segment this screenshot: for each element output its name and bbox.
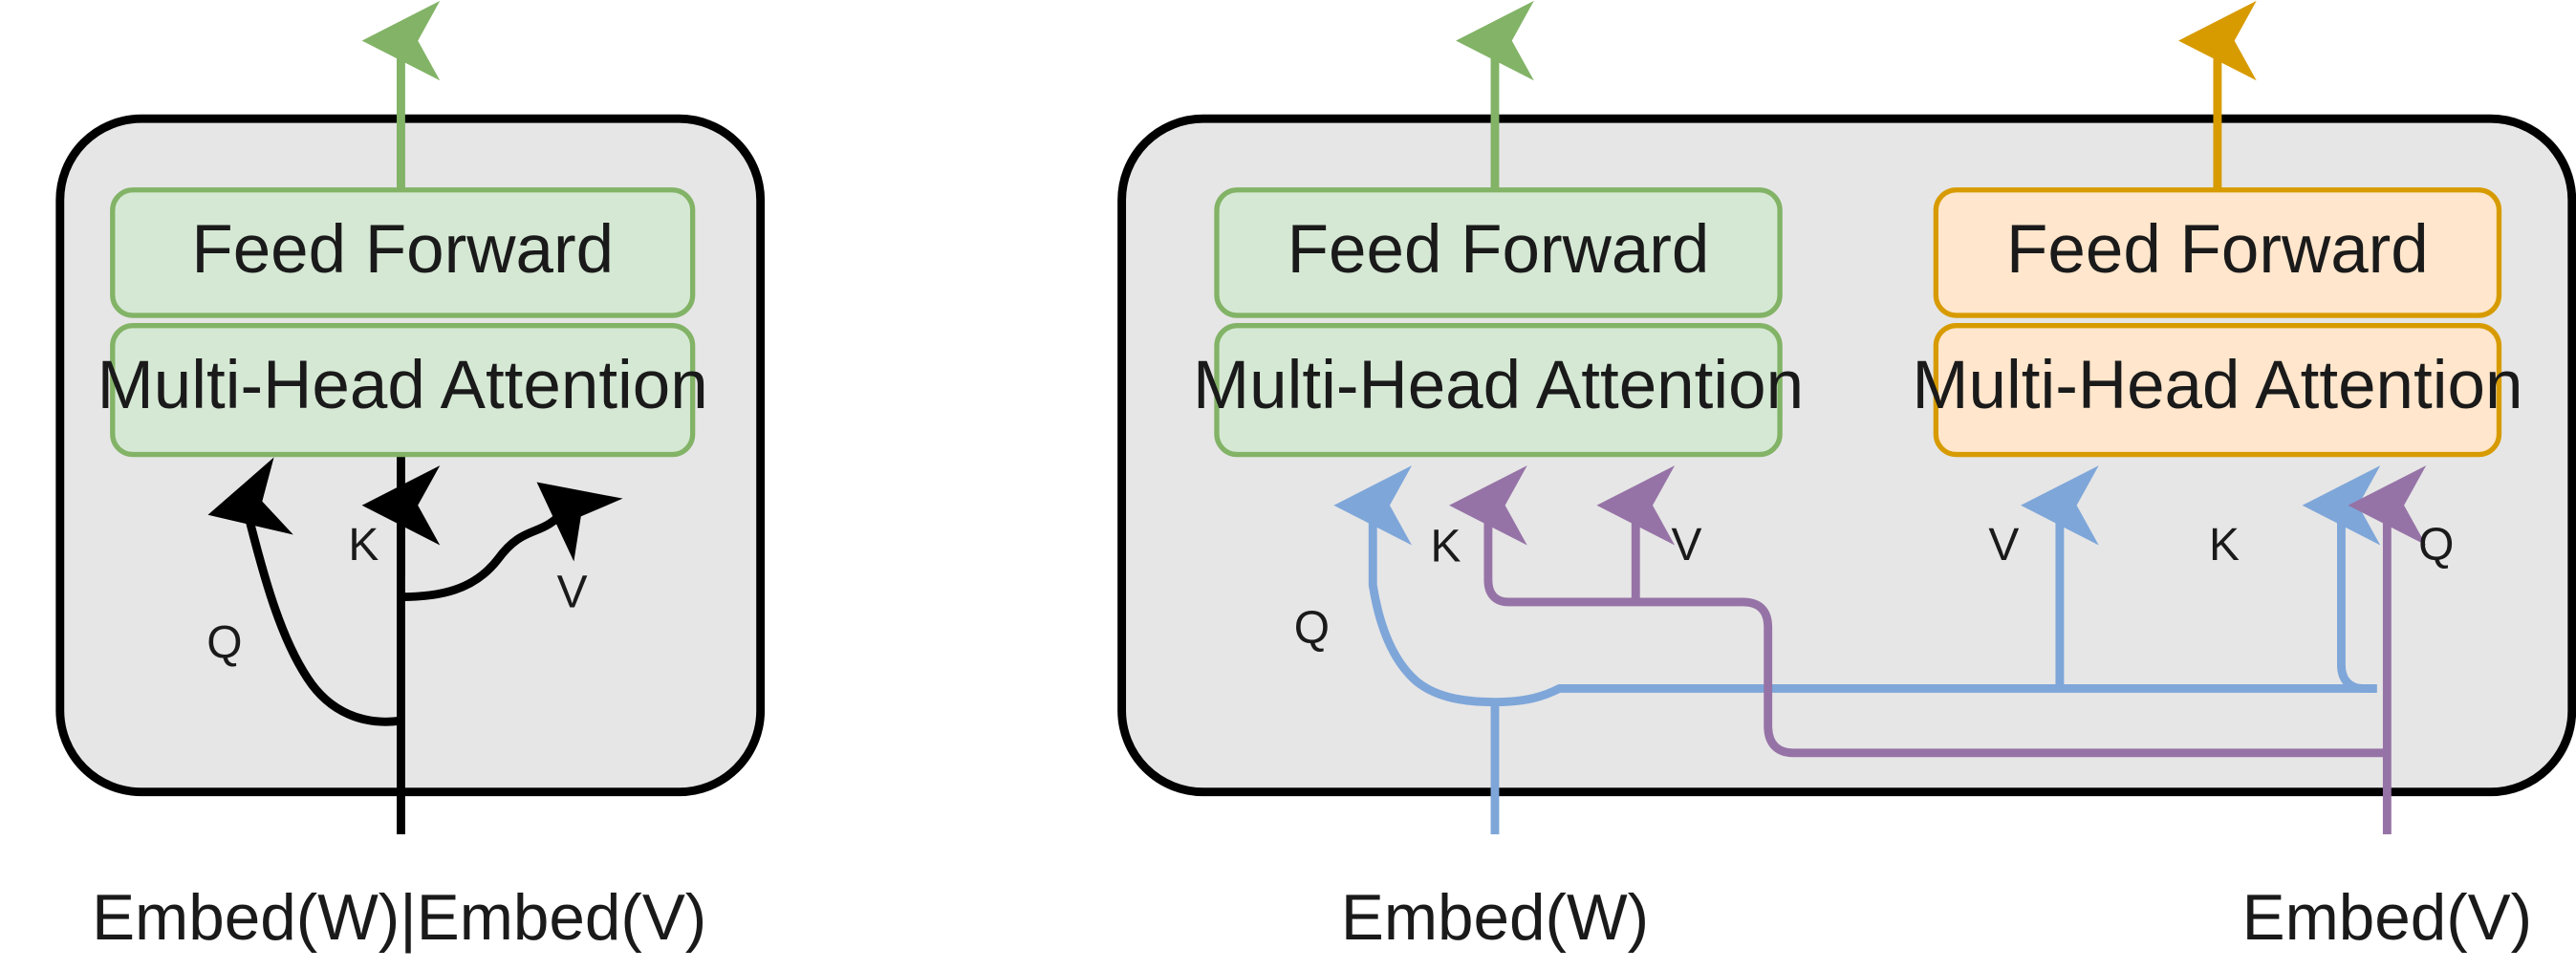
right-orange-label-q: Q	[2418, 520, 2454, 571]
left-ff-text: Feed Forward	[191, 212, 614, 288]
right-orange-mha-text: Multi-Head Attention	[1912, 348, 2522, 423]
left-label-q: Q	[206, 618, 242, 669]
right-green-label-k: K	[1431, 522, 1461, 572]
right-orange-mha-block[interactable]	[1933, 323, 2502, 458]
left-label-v: V	[557, 567, 588, 617]
left-embed-caption: Embed(W)|Embed(V)	[92, 882, 706, 954]
left-mha-text: Multi-Head Attention	[97, 348, 708, 423]
left-q-connector	[207, 457, 402, 726]
right-green-ff-text: Feed Forward	[1288, 212, 1710, 288]
blue-bus-wire	[1494, 684, 2377, 707]
right-green-label-q: Q	[1294, 603, 1330, 654]
right-orange-label-k: K	[2209, 520, 2240, 571]
blue-k-connector	[2302, 465, 2381, 693]
blue-q-connector	[1333, 465, 1495, 707]
left-label-k: K	[348, 520, 379, 571]
right-embed-v-caption: Embed(V)	[2242, 882, 2533, 954]
right-green-label-v: V	[1672, 520, 1702, 571]
purple-k-connector	[1449, 465, 2388, 758]
left-v-connector	[400, 482, 623, 602]
right-embed-w-caption: Embed(W)	[1341, 882, 1649, 954]
left-mha-block[interactable]	[110, 323, 696, 458]
right-orange-ff-text: Feed Forward	[2006, 212, 2429, 288]
right-green-mha-block[interactable]	[1214, 323, 1783, 458]
right-green-mha-text: Multi-Head Attention	[1193, 348, 1804, 423]
right-orange-label-v: V	[1988, 520, 2019, 571]
